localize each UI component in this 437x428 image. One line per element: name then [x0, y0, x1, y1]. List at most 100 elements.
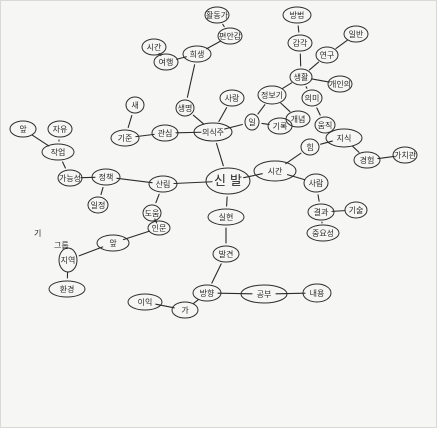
node-label: 도움: [145, 209, 160, 218]
node-label: 희생: [190, 49, 205, 59]
node-label: 앞: [109, 238, 117, 248]
node-outline: [41, 143, 75, 161]
node-label: 개인의: [329, 79, 351, 89]
topic-node: 가능성: [57, 169, 83, 187]
topic-node: 도움: [142, 204, 162, 222]
node-label: 의식주: [202, 127, 224, 137]
connector-line: [211, 263, 222, 284]
connector-line: [192, 114, 205, 125]
connector-line: [275, 292, 306, 295]
topic-node: 생명: [175, 99, 195, 117]
node-label: 기록: [273, 122, 288, 131]
topic-node: 공부: [240, 284, 288, 304]
topic-node: 산림: [148, 175, 178, 193]
connector-line: [305, 86, 308, 89]
topic-node: 활동가: [204, 6, 230, 24]
connector-line: [280, 102, 291, 113]
connector-line: [311, 78, 330, 83]
connector-line: [317, 194, 320, 202]
node-label: 발견: [219, 249, 234, 259]
topic-node: 이익: [127, 293, 163, 311]
topic-node: 앞: [96, 234, 130, 252]
node-label: 정책: [99, 172, 114, 182]
node-label: 가능성: [59, 174, 81, 183]
connector-line: [186, 64, 196, 98]
connector-line: [316, 107, 321, 116]
topic-node: 지식: [325, 128, 363, 148]
node-label: 의미: [305, 93, 320, 103]
node-outline: [204, 6, 230, 24]
node-label: 결과: [314, 207, 329, 217]
topic-node: 사람: [303, 173, 329, 193]
topic-node: 편안감: [217, 27, 243, 45]
topic-node: 생활: [289, 68, 313, 86]
topic-node: 작업: [41, 143, 75, 161]
topic-node: 중요성: [306, 224, 340, 242]
topic-node: 시간: [141, 38, 167, 56]
node-outline: [289, 68, 313, 86]
node-outline: [257, 85, 287, 105]
node-label: 지역: [61, 255, 76, 265]
node-outline: [110, 129, 140, 147]
topic-node: 희생: [182, 45, 212, 63]
node-label: 신 발: [214, 174, 242, 189]
connector-line: [352, 145, 360, 153]
connector-line: [215, 142, 224, 167]
topic-node: 기준: [110, 129, 140, 147]
topic-node: 지역: [58, 247, 78, 273]
topic-node: 결과: [307, 203, 335, 221]
node-outline: [301, 89, 323, 107]
node-label: 인문: [152, 223, 167, 233]
node-outline: [302, 283, 332, 303]
node-label: 기준: [118, 134, 133, 143]
topic-node: 내용: [302, 283, 332, 303]
node-label: 편안감: [219, 31, 242, 41]
node-label: 시간: [268, 166, 283, 176]
node-outline: [127, 293, 163, 311]
node-outline: [96, 234, 130, 252]
topic-node: 방향: [192, 284, 222, 302]
node-outline: [217, 27, 243, 45]
node-label: 방법: [290, 10, 305, 20]
node-label: 일: [248, 118, 255, 127]
topic-node: 의미: [301, 89, 323, 107]
topic-node: 앞: [9, 120, 37, 138]
node-outline: [171, 301, 199, 319]
topic-node: 연구: [315, 46, 339, 64]
node-label: 생명: [178, 103, 193, 113]
node-outline: [244, 113, 260, 131]
connector-line: [193, 299, 199, 304]
connector-line: [155, 193, 160, 204]
node-label: 가: [181, 306, 189, 315]
topic-node: 자유: [47, 120, 73, 138]
node-label: 자유: [53, 125, 68, 134]
node-outline: [287, 34, 313, 52]
node-label: 지식: [337, 134, 352, 143]
node-outline: [47, 120, 73, 138]
node-outline: [219, 89, 245, 107]
node-outline: [240, 284, 288, 304]
node-outline: [58, 247, 78, 273]
node-outline: [325, 128, 363, 148]
connector-line: [175, 131, 202, 134]
node-label: 방향: [200, 288, 215, 298]
node-outline: [125, 96, 145, 114]
topic-node: 감각: [287, 34, 313, 52]
topic-node: 인문: [147, 220, 171, 236]
node-outline: [285, 110, 311, 128]
node-outline: [182, 45, 212, 63]
topic-node: 가치관: [392, 146, 418, 164]
topic-node: 일정: [87, 196, 109, 214]
node-outline: [315, 46, 339, 64]
node-label: 산림: [156, 179, 171, 189]
node-outline: [153, 53, 179, 71]
node-outline: [142, 204, 162, 222]
topic-node: 움직: [314, 116, 336, 134]
topic-node: 개념: [285, 110, 311, 128]
node-label: 환경: [60, 284, 75, 294]
node-label: 움직: [318, 120, 333, 130]
connector-line: [222, 23, 225, 28]
connector-line: [100, 187, 104, 195]
node-outline: [306, 224, 340, 242]
